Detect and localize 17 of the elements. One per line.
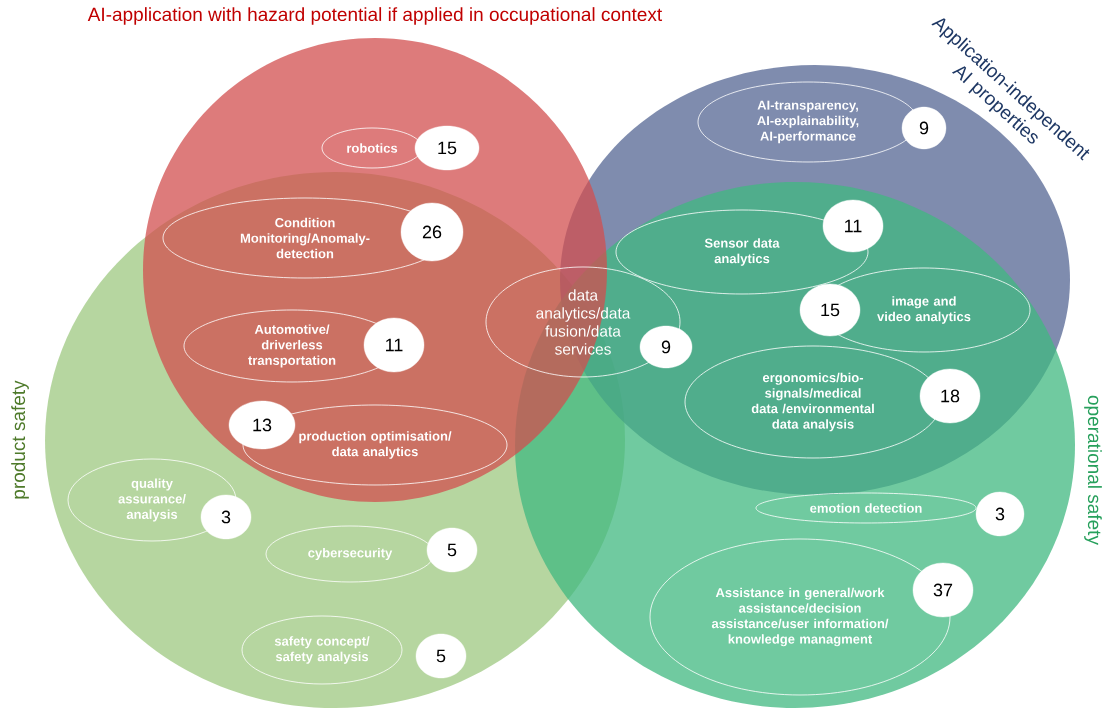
count-bubble: 15 [414,125,480,171]
count-bubble: 3 [975,491,1025,537]
count-bubble: 11 [363,317,425,373]
count-bubble: 3 [200,494,252,540]
count-bubble: 15 [799,283,861,337]
node-label: product safety [11,380,29,499]
node-label: operational safety [1084,395,1102,545]
count-bubble: 9 [639,325,693,369]
count-bubble: 37 [912,562,974,618]
count-bubble: 13 [228,400,296,450]
count-bubble: 11 [822,199,884,253]
node-label: AI-application with hazard potential if applied in occupational context [87,7,663,25]
count-bubble: 9 [901,106,947,150]
count-bubble: 26 [400,202,464,262]
count-bubble: 5 [415,633,467,679]
count-bubble: 18 [919,368,981,424]
count-bubble: 5 [426,527,478,573]
